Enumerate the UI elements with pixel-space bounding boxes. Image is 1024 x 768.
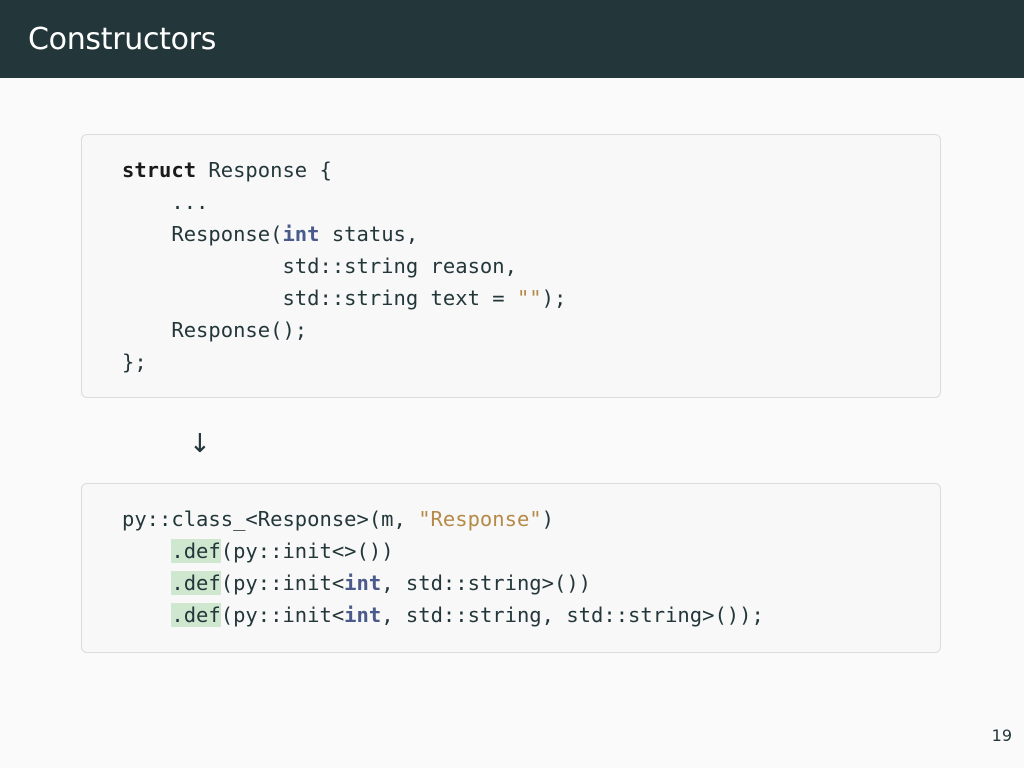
code-line: .def(py::init<>()) [122, 535, 764, 567]
code-text: std::string reason, [122, 254, 517, 278]
code-line: ... [122, 186, 566, 218]
page-number: 19 [991, 726, 1012, 745]
code-line: std::string text = ""); [122, 282, 566, 314]
cpp-code: struct Response { ... Response(int statu… [122, 154, 566, 378]
code-text: , std::string, std::string>()); [381, 603, 764, 627]
code-line: .def(py::init<int, std::string>()) [122, 567, 764, 599]
cpp-code-block: struct Response { ... Response(int statu… [81, 134, 941, 398]
code-text: ); [541, 286, 567, 310]
code-text: py::class_<Response>(m, [122, 507, 419, 531]
code-text: (py::init< [220, 571, 345, 595]
code-text: }; [122, 350, 147, 374]
code-line: py::class_<Response>(m, "Response") [122, 503, 764, 535]
string-literal: "" [516, 286, 542, 310]
code-text: Response { [196, 158, 332, 182]
code-text: ... [122, 190, 209, 214]
code-line: Response(); [122, 314, 566, 346]
code-text: , std::string>()) [381, 571, 592, 595]
binding-code: py::class_<Response>(m, "Response") .def… [122, 503, 764, 631]
highlighted-def: .def [171, 571, 221, 595]
highlighted-def: .def [171, 603, 221, 627]
indent [122, 571, 171, 595]
code-text: ) [541, 507, 554, 531]
indent [122, 603, 171, 627]
code-text: Response(); [122, 318, 308, 342]
code-line: }; [122, 346, 566, 378]
code-text: Response( [122, 222, 283, 246]
type-keyword: int [282, 222, 320, 246]
python-binding-code-block: py::class_<Response>(m, "Response") .def… [81, 483, 941, 653]
code-line: std::string reason, [122, 250, 566, 282]
keyword: struct [122, 158, 197, 182]
code-text: (py::init< [220, 603, 345, 627]
string-literal: "Response" [418, 507, 542, 531]
code-text: status, [319, 222, 419, 246]
type-keyword: int [344, 603, 382, 627]
slide-header: Constructors [0, 0, 1024, 78]
type-keyword: int [344, 571, 382, 595]
indent [122, 539, 171, 563]
slide-title: Constructors [28, 22, 217, 57]
code-line: struct Response { [122, 154, 566, 186]
code-line: Response(int status, [122, 218, 566, 250]
down-arrow-icon: ↓ [189, 429, 211, 459]
highlighted-def: .def [171, 539, 221, 563]
code-line: .def(py::init<int, std::string, std::str… [122, 599, 764, 631]
code-text: (py::init<>()) [220, 539, 394, 563]
code-text: std::string text = [122, 286, 517, 310]
